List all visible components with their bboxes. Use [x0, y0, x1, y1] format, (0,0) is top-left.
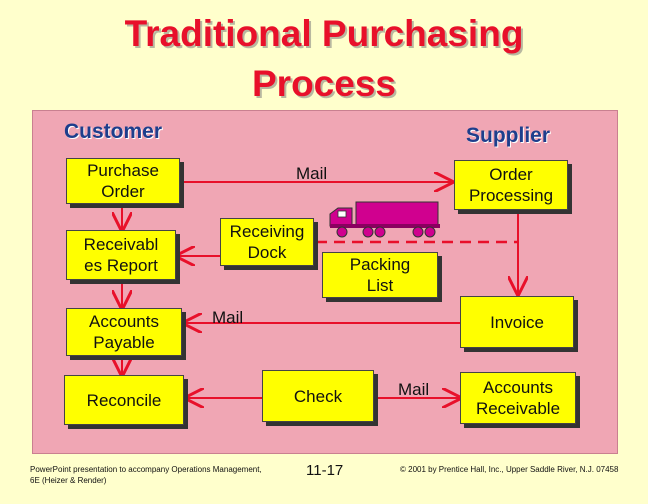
reconcile-doc: Reconcile [64, 375, 184, 425]
packing-list-doc: Packing List [322, 252, 438, 298]
footer-left: PowerPoint presentation to accompany Ope… [30, 465, 262, 485]
mail-label-bottom: Mail [398, 380, 430, 399]
purchase-order-doc: Purchase Order [66, 158, 180, 204]
slide-title-line2: Process [252, 63, 396, 104]
supplier-heading: Supplier [466, 124, 551, 147]
mail-label-top: Mail [296, 164, 328, 183]
accounts-receivable-doc: Accounts Receivable [460, 372, 576, 424]
receivable-report-doc: Receivabl es Report [66, 230, 176, 280]
mail-label-middle: Mail [212, 308, 244, 327]
accounts-payable-doc: Accounts Payable [66, 308, 182, 356]
truck-icon [329, 201, 440, 238]
order-processing-doc: Order Processing [454, 160, 568, 210]
footer-page-number: 11-17 [306, 462, 344, 479]
check-doc: Check [262, 370, 374, 422]
receiving-dock-doc: Receiving Dock [220, 218, 314, 266]
invoice-doc: Invoice [460, 296, 574, 348]
footer-right: © 2001 by Prentice Hall, Inc., Upper Sad… [400, 465, 619, 474]
customer-heading: Customer [64, 120, 163, 143]
slide-title-line1: Traditional Purchasing [124, 13, 524, 54]
